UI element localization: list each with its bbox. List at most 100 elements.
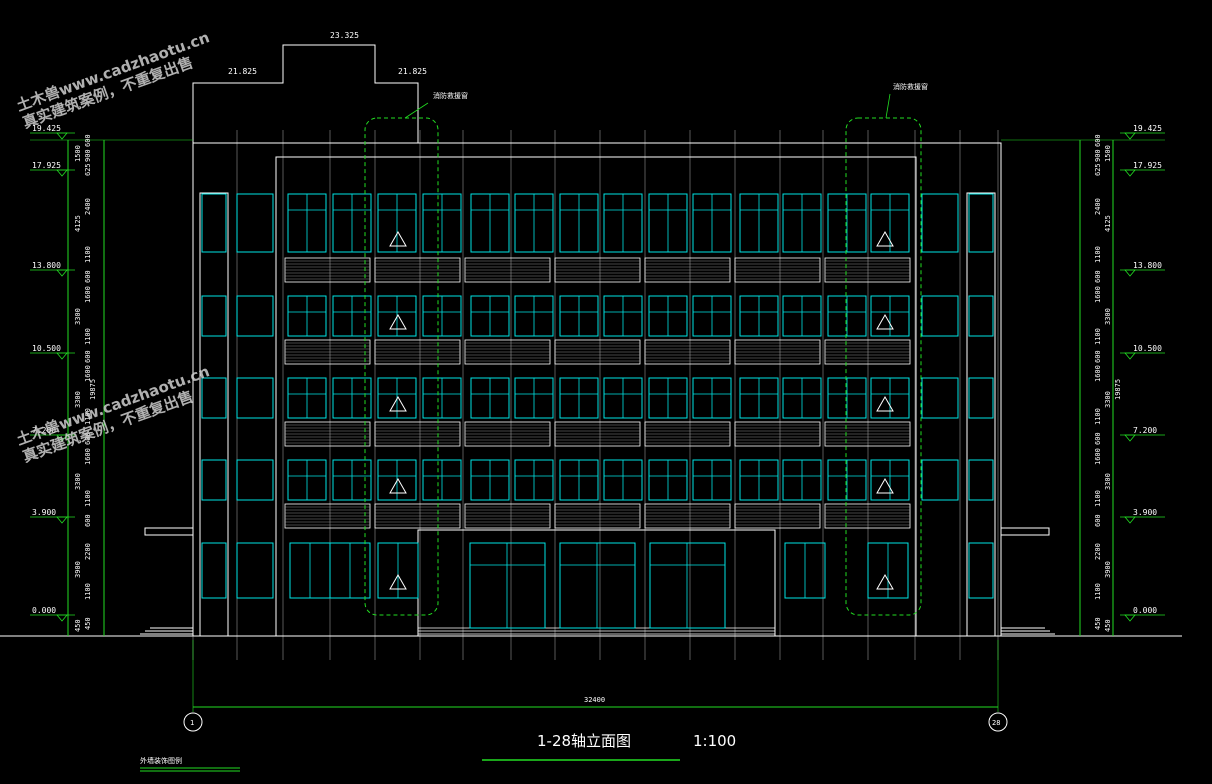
- right-dim-inner: 600: [1094, 514, 1102, 527]
- left-dim-inner: 600: [84, 432, 92, 445]
- right-dim-inner: 1600: [1094, 286, 1102, 303]
- left-dim-inner: 625: [84, 163, 92, 176]
- canopy-left: [144, 527, 194, 536]
- left-level-marker: [56, 132, 68, 140]
- side-window-left2: [236, 295, 274, 337]
- right-dim-outer: 3300: [1104, 473, 1112, 490]
- right-level-marker: [1124, 132, 1136, 140]
- rescue-window-marker: [876, 313, 894, 330]
- side-window-left: [201, 377, 227, 419]
- left-level-label: 17.925: [32, 161, 61, 170]
- rescue-window-marker: [876, 573, 894, 590]
- window-frames: [201, 193, 994, 629]
- elev-roof-top: 23.325: [330, 31, 359, 40]
- left-dim-outer: 3300: [74, 473, 82, 490]
- ground-side-left2: [236, 542, 274, 599]
- right-level-label: 19.425: [1133, 124, 1162, 133]
- left-dim-inner: 1600: [84, 286, 92, 303]
- left-level-marker: [56, 434, 68, 442]
- left-dim-inner: 1100: [84, 583, 92, 600]
- right-dim-inner: 1600: [1094, 448, 1102, 465]
- left-dim-inner: 600: [84, 514, 92, 527]
- axis-label-left: 1: [190, 719, 194, 727]
- right-level-marker: [1124, 614, 1136, 622]
- left-dim-inner: 450: [84, 617, 92, 630]
- dimension-lines: 19.425 17.925 13.800 10.500 7.200 3.900 0.000 1…: [30, 93, 1165, 712]
- left-dim-inner: 600: [84, 134, 92, 147]
- left-dim-inner: 2400: [84, 198, 92, 215]
- left-dim-outer: 450: [74, 619, 82, 632]
- right-dim-inner: 625: [1094, 163, 1102, 176]
- left-dim-inner: 1100: [84, 246, 92, 263]
- entrance-block: [417, 529, 776, 637]
- rescue-window-marker: [876, 395, 894, 412]
- left-dim-outer: 3300: [74, 391, 82, 408]
- left-level-label: 0.000: [32, 606, 56, 615]
- right-dim-outer: 3300: [1104, 391, 1112, 408]
- rescue-window-marker: [389, 313, 407, 330]
- side-window-right: [921, 459, 959, 501]
- callout-leader-right: [885, 93, 891, 119]
- right-dim-outer: 3300: [1104, 308, 1112, 325]
- right-dim-inner: 1100: [1094, 490, 1102, 507]
- left-dim-outer: 4125: [74, 215, 82, 232]
- right-level-label: 17.925: [1133, 161, 1162, 170]
- right-dim-inner: 600: [1094, 432, 1102, 445]
- drawing-title: 1-28轴立面图: [537, 732, 631, 750]
- callout-right: 消防救援窗: [893, 82, 928, 91]
- rescue-window-marker: [876, 477, 894, 494]
- left-dim-inner: 600: [84, 270, 92, 283]
- entrance-glazing: [559, 542, 636, 629]
- building-outline: [0, 44, 1182, 637]
- right-dim-inner: 600: [1094, 270, 1102, 283]
- left-level-label: 13.800: [32, 261, 61, 270]
- right-level-label: 10.500: [1133, 344, 1162, 353]
- side-window-left2: [236, 459, 274, 501]
- right-dim-inner: 600: [1094, 350, 1102, 363]
- right-dim-inner: 600: [1094, 134, 1102, 147]
- right-level-label: 0.000: [1133, 606, 1157, 615]
- right-dim-inner: 2400: [1094, 198, 1102, 215]
- ground-side-left: [201, 542, 227, 599]
- building-inner-outline: [275, 156, 917, 637]
- left-dim-inner: 1600: [84, 365, 92, 382]
- right-column-bay: [966, 192, 996, 637]
- axis-bubble-right: [988, 712, 1008, 732]
- right-dim-outer: 1500: [1104, 145, 1112, 162]
- side-window-left: [201, 193, 227, 253]
- rescue-window-marker: [876, 230, 894, 247]
- side-window-left2: [236, 377, 274, 419]
- right-dim-inner: 1100: [1094, 328, 1102, 345]
- elev-roof-left: 21.825: [228, 67, 257, 76]
- side-window-right2: [968, 295, 994, 337]
- left-dim-inner: 900: [84, 149, 92, 162]
- elev-roof-right: 21.825: [398, 67, 427, 76]
- right-dim-inner: 450: [1094, 617, 1102, 630]
- left-dim-inner: 1100: [84, 328, 92, 345]
- left-dim-outer: 1500: [74, 145, 82, 162]
- rescue-callout-left: [364, 117, 439, 616]
- right-dim-inner: 2200: [1094, 543, 1102, 560]
- left-level-label: 7.200: [32, 426, 56, 435]
- left-dim-inner: 2200: [84, 543, 92, 560]
- left-level-label: 10.500: [32, 344, 61, 353]
- entrance-glazing: [649, 542, 726, 629]
- left-level-label: 19.425: [32, 124, 61, 133]
- left-level-label: 3.900: [32, 508, 56, 517]
- left-level-marker: [56, 352, 68, 360]
- overall-dimension: 32400: [584, 696, 605, 704]
- right-level-marker: [1124, 169, 1136, 177]
- left-dim-outer: 3300: [74, 308, 82, 325]
- left-dim-inner: 1100: [84, 408, 92, 425]
- right-level-marker: [1124, 269, 1136, 277]
- drawing-scale: 1:100: [693, 732, 736, 750]
- right-level-marker: [1124, 434, 1136, 442]
- left-total-dimension: 19875: [89, 379, 97, 400]
- right-dim-outer: 450: [1104, 619, 1112, 632]
- left-level-marker: [56, 614, 68, 622]
- right-dim-inner: 1100: [1094, 246, 1102, 263]
- legend-note: 外墙装饰图例: [140, 756, 182, 765]
- side-window-right2: [968, 377, 994, 419]
- rescue-window-marker: [389, 230, 407, 247]
- right-dim-inner: 900: [1094, 149, 1102, 162]
